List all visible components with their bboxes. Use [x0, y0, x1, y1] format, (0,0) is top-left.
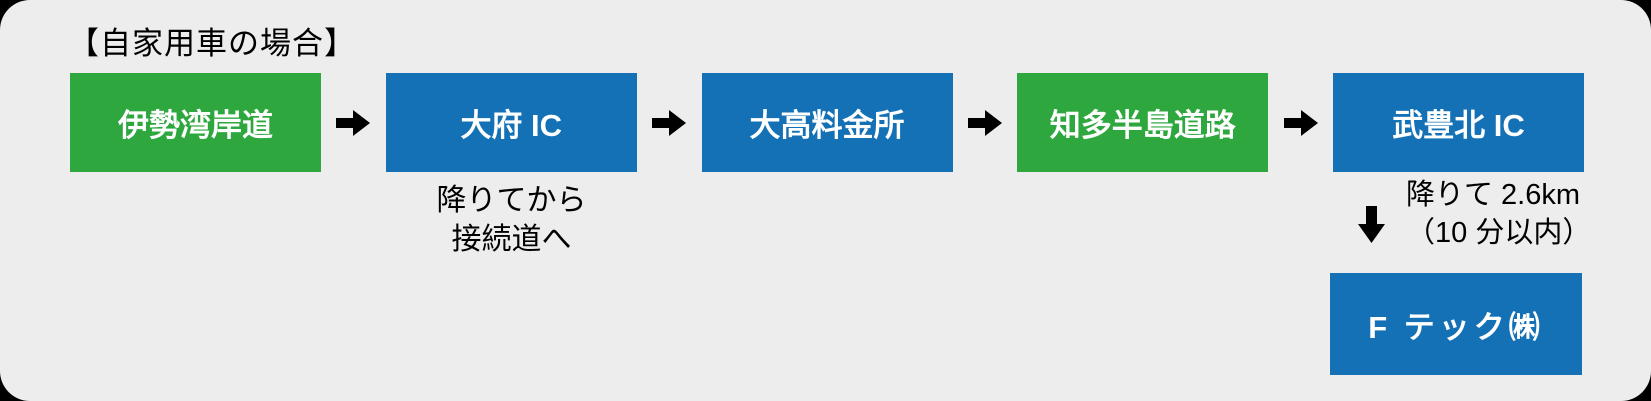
note-line: 降りてから [436, 184, 587, 217]
down-arrow-icon [1358, 206, 1385, 243]
route-flow: 伊勢湾岸道 大府 IC 大高料金所 知多半島道路 [70, 73, 1584, 172]
route-step-odaka-tollgate: 大高料金所 [701, 73, 953, 172]
route-step-taketoyo-kita-ic: 武豊北 IC [1333, 73, 1584, 172]
route-step-label: 伊勢湾岸道 [118, 108, 273, 143]
right-arrow-icon [967, 109, 1002, 136]
destination-ftech-box: F テック㈱ [1330, 273, 1582, 375]
note-line: 降りて 2.6km [1406, 179, 1581, 211]
note-line: 接続道へ [451, 223, 572, 256]
diagram-title: 【自家用車の場合】 [68, 26, 356, 61]
obu-ic-exit-note: 降りてから 接続道へ [385, 181, 638, 259]
route-step-label: 大府 IC [460, 108, 563, 143]
route-step-label: 武豊北 IC [1392, 108, 1525, 143]
destination-label: F テック㈱ [1368, 309, 1544, 345]
route-step-chita-peninsula-road: 知多半島道路 [1017, 73, 1269, 172]
right-arrow-icon [336, 109, 371, 136]
route-step-label: 知多半島道路 [1049, 108, 1236, 143]
route-step-isewangan-expressway: 伊勢湾岸道 [70, 73, 321, 172]
route-step-label: 大高料金所 [749, 108, 905, 143]
right-arrow-icon [652, 109, 687, 136]
route-step-obu-ic: 大府 IC [385, 73, 637, 172]
down-arrow-wrap [1358, 206, 1385, 248]
taketoyo-exit-distance-note: 降りて 2.6km （10 分以内） [1406, 176, 1591, 252]
right-arrow-icon [1283, 109, 1318, 136]
note-line: （10 分以内） [1406, 217, 1592, 249]
